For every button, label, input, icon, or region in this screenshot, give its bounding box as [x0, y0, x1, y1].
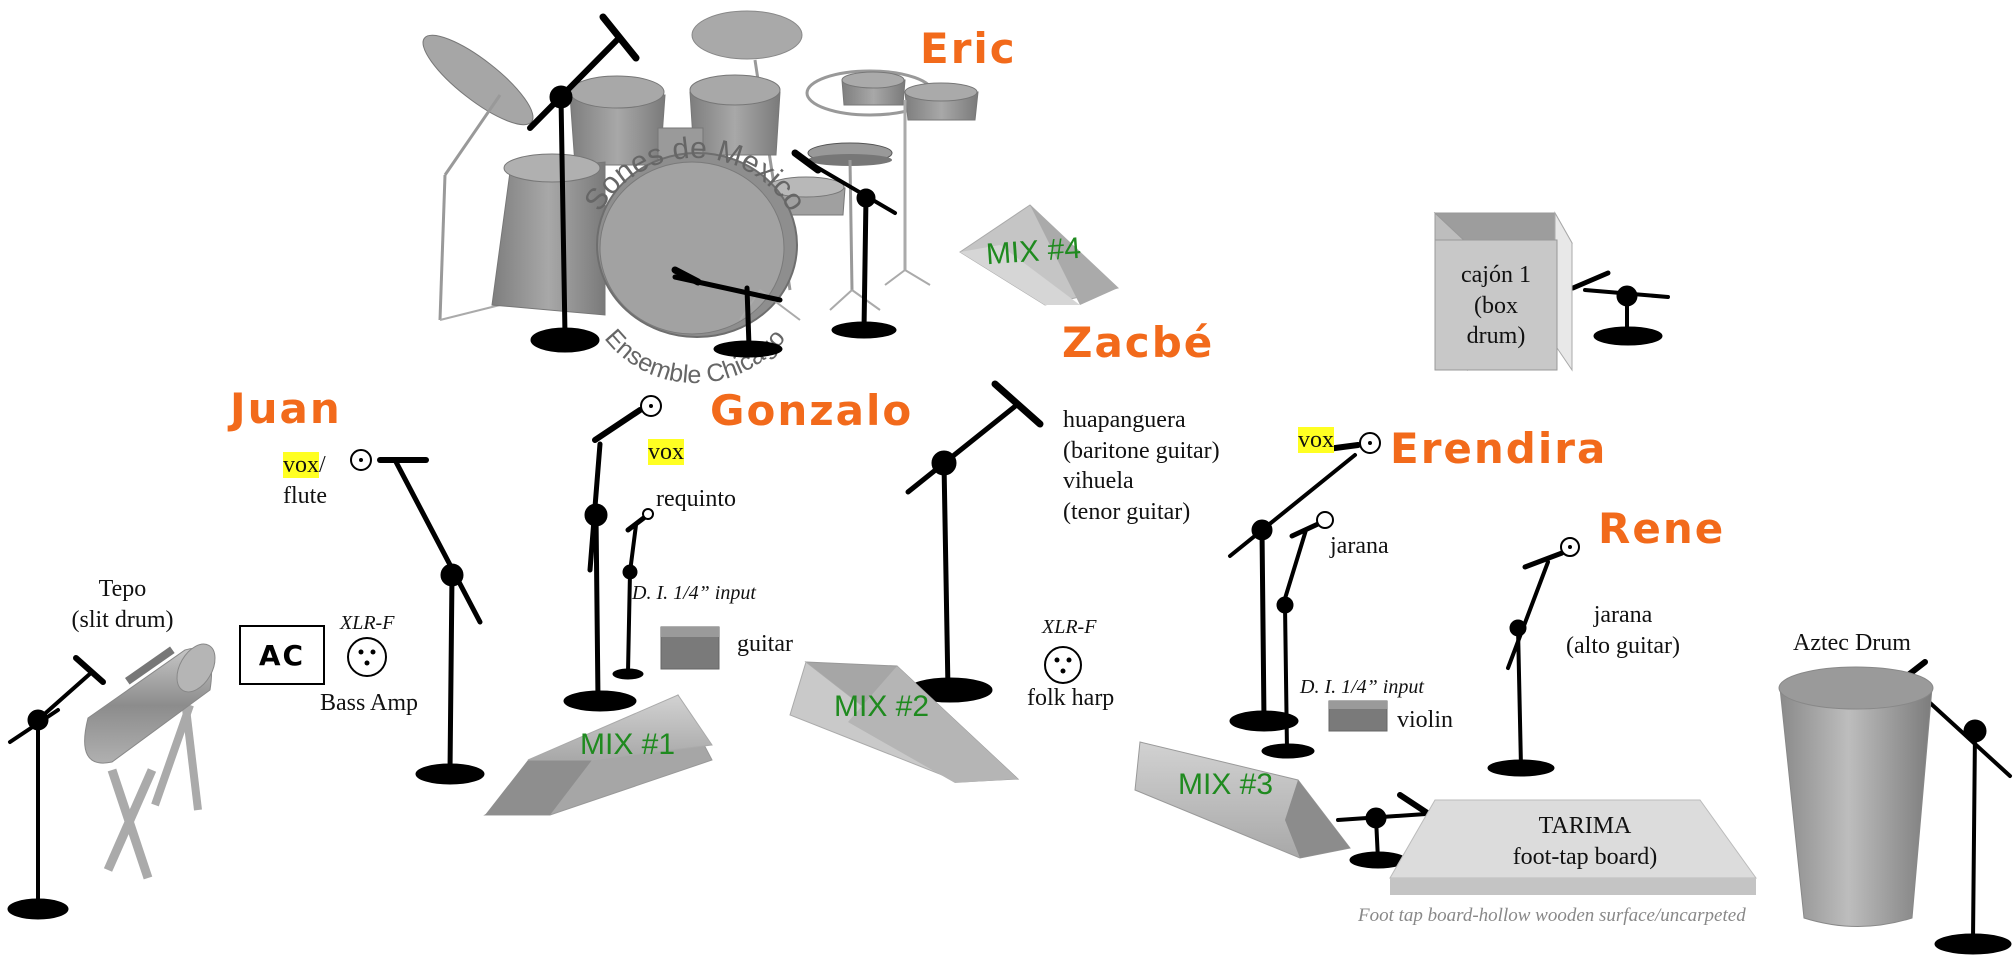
juan-vox-highlight: vox [283, 452, 319, 478]
performer-name-rene: Rene [1598, 504, 1726, 553]
performer-name-erendira: Erendira [1390, 424, 1608, 473]
mix-4-label: MIX #4 [984, 231, 1083, 272]
mic-stand-zacbe [905, 380, 1044, 703]
tarima-label-line-1: TARIMA [1538, 813, 1632, 839]
erendira-vox-label: vox [1298, 425, 1334, 456]
mix-2-wedge [789, 661, 1020, 783]
ac-box [239, 625, 325, 685]
aztec-drum [1778, 666, 1934, 927]
xlr-f-connector-2 [1044, 646, 1082, 684]
crash-cymbal [422, 34, 534, 126]
tepo-label: Tepo (slit drum) [60, 574, 185, 635]
mic-stand-erendira-jarana [1261, 511, 1334, 759]
tepo-label-line-2: (slit drum) [71, 606, 174, 633]
mic-stand-tepo [7, 655, 106, 920]
aztec-drum-label: Aztec Drum [1793, 630, 1911, 656]
juan-vox-label: vox/ [283, 450, 326, 481]
erendira-vox-highlight: vox [1298, 427, 1334, 453]
mix-3-wedge [1134, 741, 1351, 859]
rene-jarana-label: jarana (alto guitar) [1548, 600, 1698, 661]
mic-stand-kick [671, 266, 783, 358]
gonzalo-vox-label: vox [648, 437, 684, 468]
cajon-label-line-1: cajón 1 [1461, 262, 1531, 288]
mix-1-label: MIX #1 [580, 728, 676, 761]
requinto-label: requinto [656, 486, 736, 512]
gonzalo-vox-highlight: vox [648, 439, 684, 465]
cajon-label: cajón 1 (box drum) [1440, 260, 1552, 352]
di-box-guitar [660, 626, 720, 670]
erendira-jarana-label: jarana [1330, 533, 1389, 559]
mic-stand-snare [791, 149, 897, 339]
baritone-guitar-label: (baritone guitar) [1063, 437, 1220, 464]
juan-flute-label: flute [283, 483, 327, 509]
xlr-f-label-2: XLR-F [1042, 616, 1097, 638]
ride-cymbal [691, 10, 803, 60]
xlr-f-label-1: XLR-F [340, 612, 395, 634]
di-input-label-1: D. I. 1/4” input [632, 582, 756, 604]
guitar-label: guitar [737, 631, 793, 657]
bass-amp-label: Bass Amp [320, 690, 419, 716]
mix-3-label: MIX #3 [1178, 768, 1274, 801]
cajon-label-line-3: drum) [1466, 323, 1526, 350]
tarima-board [1389, 799, 1757, 895]
xlr-f-connector-1 [347, 637, 387, 677]
di-box-violin [1328, 700, 1388, 732]
tarima-note: Foot tap board-hollow wooden surface/unc… [1358, 905, 1746, 926]
tenor-guitar-label: (tenor guitar) [1063, 499, 1191, 526]
mix-1-wedge [483, 694, 713, 816]
cajon-label-line-2: (box [1474, 292, 1518, 319]
performer-name-juan: Juan [230, 384, 342, 433]
zacbe-instruments-label: huapanguera (baritone guitar) vihuela (t… [1063, 405, 1220, 528]
tepo-label-line-1: Tepo [98, 576, 147, 602]
cajon-box [1433, 211, 1573, 372]
vihuela-label: vihuela [1063, 468, 1134, 495]
performer-name-eric: Eric [920, 24, 1017, 73]
performer-name-zacbe: Zacbé [1062, 318, 1215, 367]
mix-4-wedge [959, 204, 1120, 306]
mic-stand-erendira-vox [1228, 432, 1381, 732]
huapanguera-label: huapanguera [1063, 407, 1186, 433]
folk-harp-label: folk harp [1027, 685, 1115, 711]
mic-stand-drum-overhead [527, 13, 640, 353]
mic-stand-rene [1487, 537, 1580, 777]
performer-name-gonzalo: Gonzalo [710, 386, 914, 435]
juan-vox-suffix: / [319, 452, 326, 478]
violin-label: violin [1397, 707, 1454, 733]
rene-jarana-line-2: (alto guitar) [1566, 632, 1680, 659]
tarima-label: TARIMA foot-tap board) [1440, 811, 1730, 872]
mic-stand-juan [350, 449, 485, 785]
tepo-slit-drum [84, 643, 216, 880]
mix-2-label: MIX #2 [834, 690, 930, 723]
mic-stand-gonzalo-vox [563, 395, 662, 712]
mic-stand-cajon [1570, 270, 1670, 346]
mic-stand-gonzalo-requinto [612, 508, 654, 680]
tarima-label-line-2: foot-tap board) [1512, 843, 1658, 870]
rene-jarana-line-1: jarana [1593, 602, 1653, 628]
ac-box-label: AC [258, 638, 306, 672]
di-input-label-2: D. I. 1/4” input [1300, 676, 1424, 698]
